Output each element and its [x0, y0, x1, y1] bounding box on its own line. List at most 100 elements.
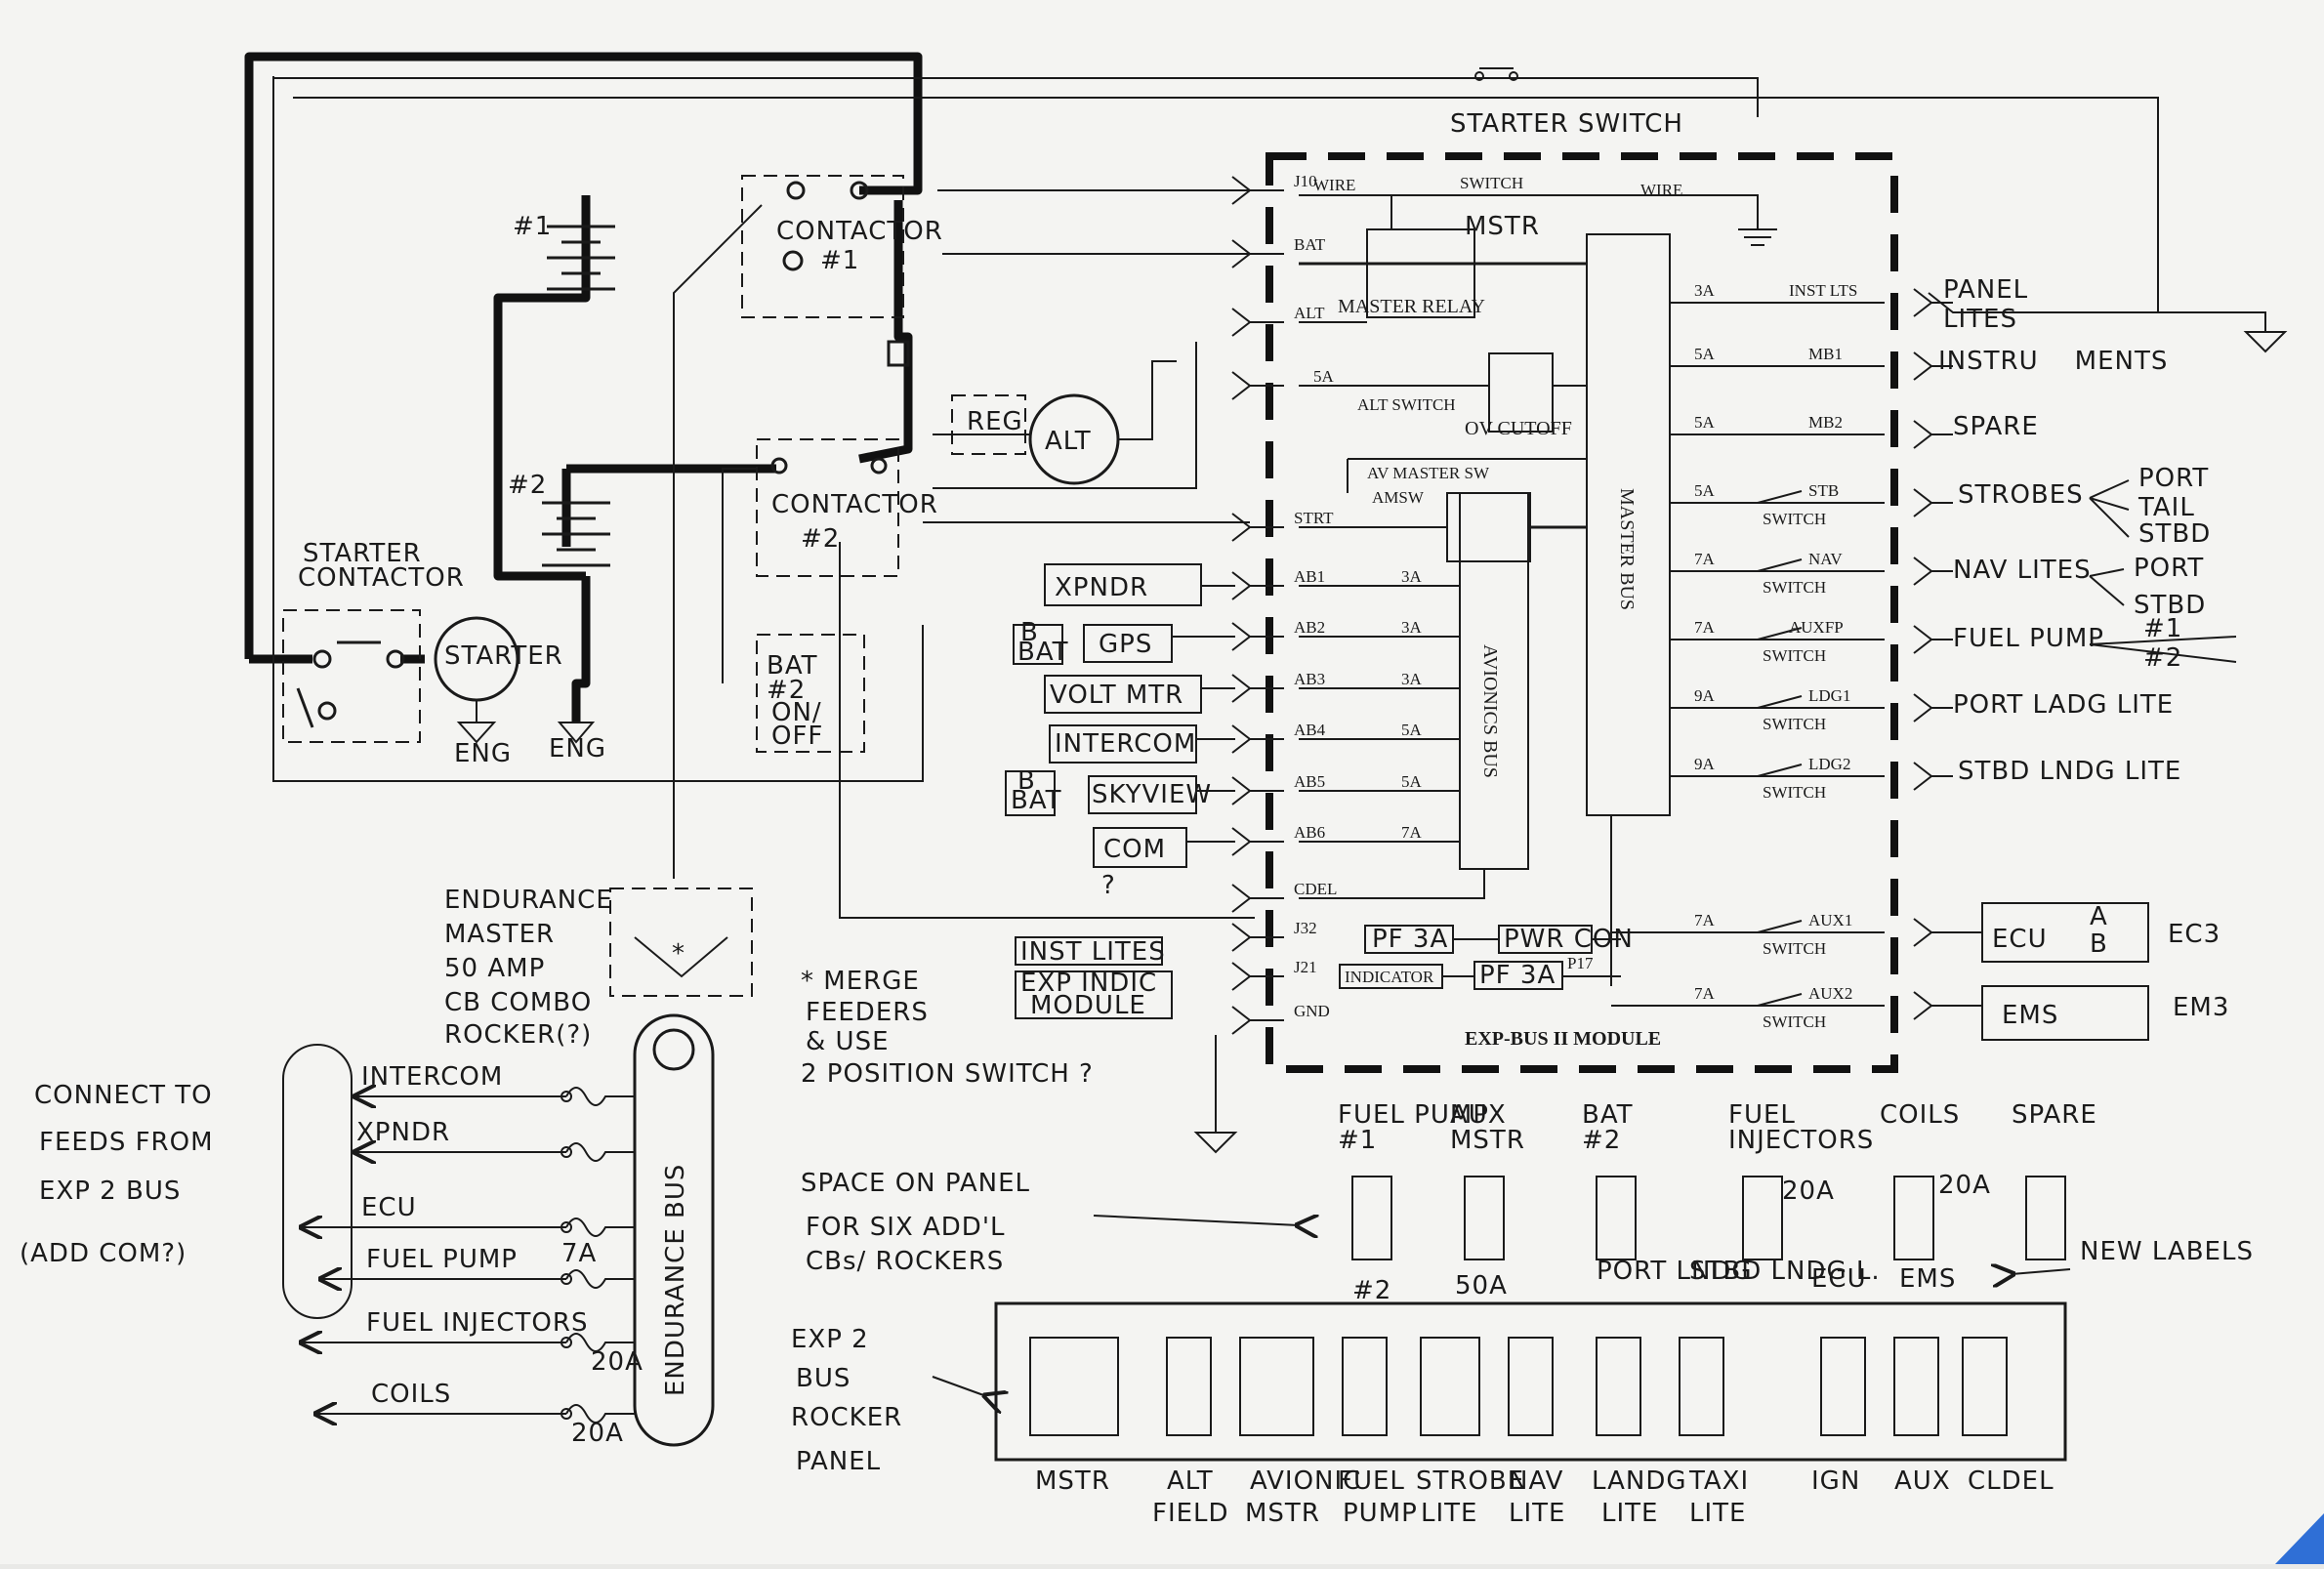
module-title: EXP-BUS II MODULE	[1465, 1028, 1661, 1050]
stbd-ldg-label: STBD LNDG LITE	[1958, 757, 2181, 786]
ov-cutoff	[1488, 352, 1554, 433]
module-pin: AB3	[1231, 670, 1325, 703]
heavy-cable-batteries	[493, 195, 591, 581]
module-pin-label: AB4	[1294, 721, 1326, 739]
new-cb-label: SPARE	[2012, 1100, 2097, 1130]
output-row-label: MB1	[1808, 345, 1843, 363]
svg-text:ROCKER(?): ROCKER(?)	[444, 1020, 592, 1050]
bat2-off: OFF	[771, 722, 823, 751]
rocker-label-bottom: LITE	[1421, 1499, 1477, 1528]
avionics-row: 3A	[1172, 618, 1460, 638]
b-bat-1	[1013, 624, 1063, 665]
svg-text:FEEDERS: FEEDERS	[806, 998, 929, 1027]
output-row-amp: 5A	[1694, 345, 1716, 363]
rocker-switch	[1820, 1337, 1866, 1436]
battery-1-label: #1	[513, 212, 552, 241]
avionics-row: 3A	[1201, 567, 1460, 587]
avionics-row-amp: 3A	[1401, 567, 1423, 586]
module-pin-label: BAT	[1294, 235, 1326, 254]
module-pin-label: ALT	[1294, 304, 1325, 322]
module-pin: J21	[1231, 958, 1317, 991]
svg-text:ROCKER: ROCKER	[791, 1403, 902, 1432]
svg-text:EXP 2 BUS: EXP 2 BUS	[39, 1177, 181, 1206]
new-cb-label: MSTR	[1450, 1126, 1525, 1155]
outputs-section: PANEL LITES INSTRU MENTS SPARE STROBES P…	[1928, 275, 2288, 1041]
endurance-feed-amp: 20A	[591, 1347, 643, 1377]
endurance-section: ENDURANCE MASTER 50 AMP CB COMBO ROCKER(…	[20, 886, 1094, 1448]
rocker-switch	[1420, 1337, 1480, 1436]
module-ground	[1193, 1035, 1238, 1154]
svg-text:SPACE ON PANEL: SPACE ON PANEL	[801, 1169, 1030, 1198]
module-outline	[1266, 152, 1898, 1073]
svg-text:2 POSITION SWITCH ?: 2 POSITION SWITCH ?	[801, 1059, 1094, 1089]
new-cb-label: #1	[1338, 1126, 1377, 1155]
ems-box	[1981, 985, 2149, 1041]
output-row-switch: SWITCH	[1763, 510, 1826, 528]
starter-contactor-label2: CONTACTOR	[298, 563, 465, 593]
com-box	[1093, 827, 1187, 868]
new-cb: COILS	[1880, 1100, 1959, 1260]
output-row-label: AUX2	[1808, 984, 1852, 1003]
rocker-label-top: MSTR	[1035, 1466, 1110, 1496]
module-pin-label: AB3	[1294, 670, 1325, 688]
module-pin-label: AB2	[1294, 618, 1325, 637]
em3-label: EM3	[2173, 993, 2229, 1022]
rocker-switch	[1342, 1337, 1388, 1436]
strobes-label: STROBES	[1958, 480, 2084, 510]
svg-text:EXP 2: EXP 2	[791, 1325, 869, 1354]
cb-below-1: #2	[1352, 1276, 1391, 1305]
new-cb-label: BAT	[1582, 1100, 1634, 1130]
strobe-tail: TAIL	[2137, 493, 2195, 522]
endurance-bus-terminal	[652, 1028, 695, 1071]
module-pin-label: AB5	[1294, 772, 1325, 791]
endurance-master-note: ENDURANCE MASTER 50 AMP CB COMBO ROCKER(…	[444, 886, 612, 1050]
module-pin-label: CDEL	[1294, 880, 1337, 898]
endurance-feed-label: INTERCOM	[361, 1062, 503, 1092]
j10-wire-label: WIRE	[1313, 176, 1355, 194]
rocker-label-top: TAXI	[1688, 1466, 1749, 1496]
eng-label-1: ENG	[454, 739, 512, 768]
rocker-switch	[1508, 1337, 1554, 1436]
b-bat-2-b: B	[1017, 766, 1036, 796]
blue-tape	[2275, 1513, 2324, 1564]
avionics-row-amp: 3A	[1401, 618, 1423, 637]
pf2-label: PF 3A	[1479, 961, 1556, 990]
endurance-feed-amp: 7A	[561, 1239, 597, 1268]
new-labels-note: NEW LABELS	[2080, 1237, 2254, 1266]
cb-below-2: 50A	[1455, 1271, 1508, 1301]
avionics-row: 3A	[1201, 670, 1460, 689]
svg-text:CBs/ ROCKERS: CBs/ ROCKERS	[806, 1247, 1004, 1276]
rocker-label-bottom: LITE	[1509, 1499, 1565, 1528]
rocker-label-top: STROBE	[1416, 1466, 1524, 1496]
fuel-pump-2: #2	[2143, 643, 2182, 673]
cb-amp-2: 20A	[1938, 1171, 1991, 1200]
battery-1	[547, 225, 615, 291]
avionics-devices: XPNDR B BAT GPS VOLT MTR INTERCOM B BAT …	[1005, 563, 1211, 1020]
intercom-device-box	[1049, 724, 1197, 764]
rocker-label-top: CLDEL	[1968, 1466, 2054, 1496]
inst-lites-label: INST LITES	[1020, 937, 1166, 967]
xpndr-label: XPNDR	[1055, 573, 1148, 602]
contactor-1-label: CONTACTOR	[776, 217, 943, 246]
battery-contactor-section: #1 #2 CONTACTOR #1 CONTACTOR #2 REG ALT	[244, 52, 2159, 919]
volt-mtr-box	[1044, 675, 1202, 714]
module-pin-label: STRT	[1294, 509, 1334, 527]
module-pin-label: GND	[1294, 1002, 1330, 1020]
output-row-switch: SWITCH	[1763, 715, 1826, 733]
output-row-switch: SWITCH	[1763, 578, 1826, 597]
p17-label: P17	[1567, 954, 1594, 972]
rocker-label-bottom: FIELD	[1152, 1499, 1229, 1528]
avionics-row-amp: 3A	[1401, 670, 1423, 688]
output-row-label: AUXFP	[1789, 618, 1844, 637]
alt-switch-label: ALT SWITCH	[1357, 395, 1456, 414]
contactor-2-box	[756, 438, 899, 577]
com-label: COM	[1103, 835, 1166, 864]
rocker-switch	[1239, 1337, 1314, 1436]
